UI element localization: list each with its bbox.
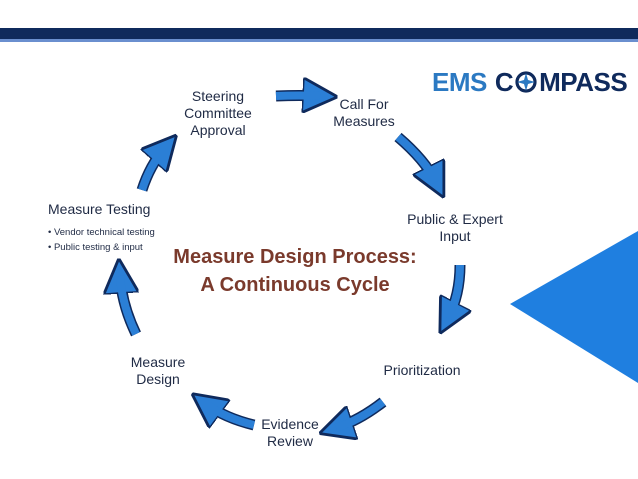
arrow-group bbox=[120, 96, 460, 429]
node-call-line2: Measures bbox=[333, 113, 395, 129]
node-prioritization-line1: Prioritization bbox=[383, 362, 461, 378]
node-measure-testing: Measure Testing bbox=[48, 201, 158, 218]
ems-compass-logo: EMS C MPASS bbox=[432, 64, 628, 100]
node-steering-line2: Committee bbox=[184, 105, 252, 121]
node-public-expert-input: Public & Expert Input bbox=[400, 211, 510, 245]
node-call-line1: Call For bbox=[339, 96, 389, 112]
node-steering-line1: Steering bbox=[191, 88, 245, 104]
node-design-line1: Measure bbox=[130, 354, 186, 370]
testing-bullet-list: • Vendor technical testing • Public test… bbox=[48, 225, 155, 255]
node-evidence-line1: Evidence bbox=[261, 416, 319, 432]
node-evidence-review: Evidence Review bbox=[250, 416, 330, 450]
logo-compass-text: C MPASS bbox=[494, 66, 628, 98]
logo-compass-rest: MPASS bbox=[539, 66, 628, 97]
node-testing-line1: Measure Testing bbox=[48, 201, 151, 217]
center-title: Measure Design Process: A Continuous Cyc… bbox=[150, 243, 440, 299]
node-public-line2: Input bbox=[439, 228, 471, 244]
node-evidence-line2: Review bbox=[267, 433, 313, 449]
decorative-triangle bbox=[510, 231, 638, 383]
logo-compass-c: C bbox=[494, 66, 514, 97]
header-dark-stripe bbox=[0, 28, 638, 39]
node-public-line1: Public & Expert bbox=[407, 211, 503, 227]
logo-ems-text: EMS bbox=[432, 66, 487, 97]
bullet-vendor-testing: • Vendor technical testing bbox=[48, 227, 155, 238]
center-title-line1: Measure Design Process: bbox=[173, 246, 417, 268]
center-title-line2: A Continuous Cycle bbox=[200, 274, 390, 296]
node-call-for-measures: Call For Measures bbox=[324, 96, 404, 130]
header-light-stripe bbox=[0, 39, 638, 42]
compass-star-icon bbox=[515, 71, 537, 93]
node-steering-committee: Steering Committee Approval bbox=[168, 88, 268, 139]
node-measure-design: Measure Design bbox=[118, 354, 198, 388]
node-prioritization: Prioritization bbox=[372, 362, 472, 379]
node-design-line2: Design bbox=[136, 371, 180, 387]
node-steering-line3: Approval bbox=[190, 122, 246, 138]
bullet-public-testing: • Public testing & input bbox=[48, 242, 143, 253]
